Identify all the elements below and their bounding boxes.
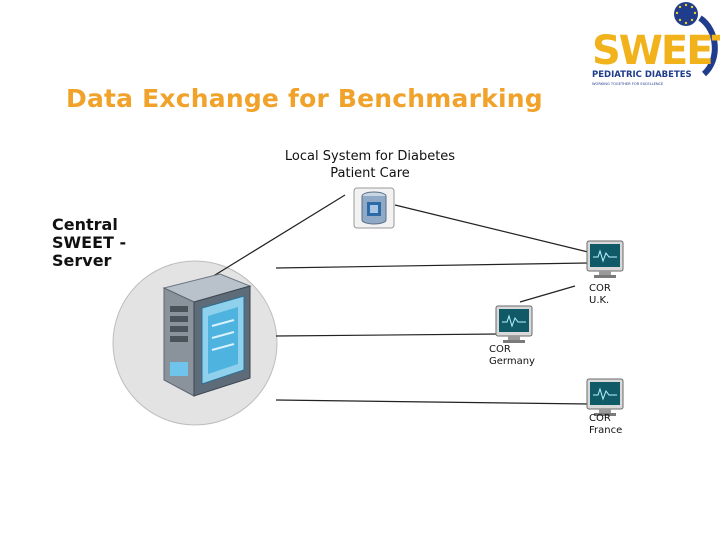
cor-france-label-line2: France — [589, 425, 623, 436]
connector-server-france — [275, 399, 590, 405]
cor-uk-label: COR U.K. — [589, 283, 611, 307]
local-system-label-line1: Local System for Diabetes — [284, 149, 456, 164]
page-title: Data Exchange for Benchmarking — [66, 84, 543, 113]
connector-server-uk — [275, 262, 589, 269]
server-tower-icon — [162, 273, 252, 397]
cor-germany-label: COR Germany — [489, 344, 535, 368]
monitor-icon — [586, 240, 624, 278]
cor-uk-label-line1: COR — [589, 283, 611, 294]
central-server-label-line1: Central — [52, 215, 118, 234]
cor-germany-label-line1: COR — [489, 344, 511, 355]
connector-server-germany — [275, 333, 501, 337]
cor-france-label-line1: COR — [589, 413, 611, 424]
logo-wordmark: SWEET — [592, 28, 720, 74]
logo-tagline: WORKING TOGETHER FOR EXCELLENCE — [592, 82, 664, 86]
connector-germany-uk — [519, 285, 576, 303]
local-system-label-line2: Patient Care — [330, 166, 410, 181]
logo-subtitle: PEDIATRIC DIABETES — [592, 70, 692, 80]
local-system-label: Local System for Diabetes Patient Care — [262, 148, 478, 182]
connector-server-local — [201, 194, 346, 284]
monitor-icon — [495, 305, 533, 343]
central-server-label: Central SWEET - Server — [52, 216, 126, 270]
cor-uk-label-line2: U.K. — [589, 295, 610, 306]
central-server-label-line2: SWEET - — [52, 233, 127, 252]
sweet-logo: SWEET PEDIATRIC DIABETES WORKING TOGETHE… — [592, 2, 720, 86]
monitor-icon — [586, 378, 624, 416]
cor-france-label: COR France — [589, 413, 622, 437]
cor-germany-label-line2: Germany — [489, 356, 535, 367]
database-icon — [353, 187, 395, 229]
connector-local-uk — [394, 204, 589, 253]
central-server-label-line3: Server — [52, 251, 112, 270]
